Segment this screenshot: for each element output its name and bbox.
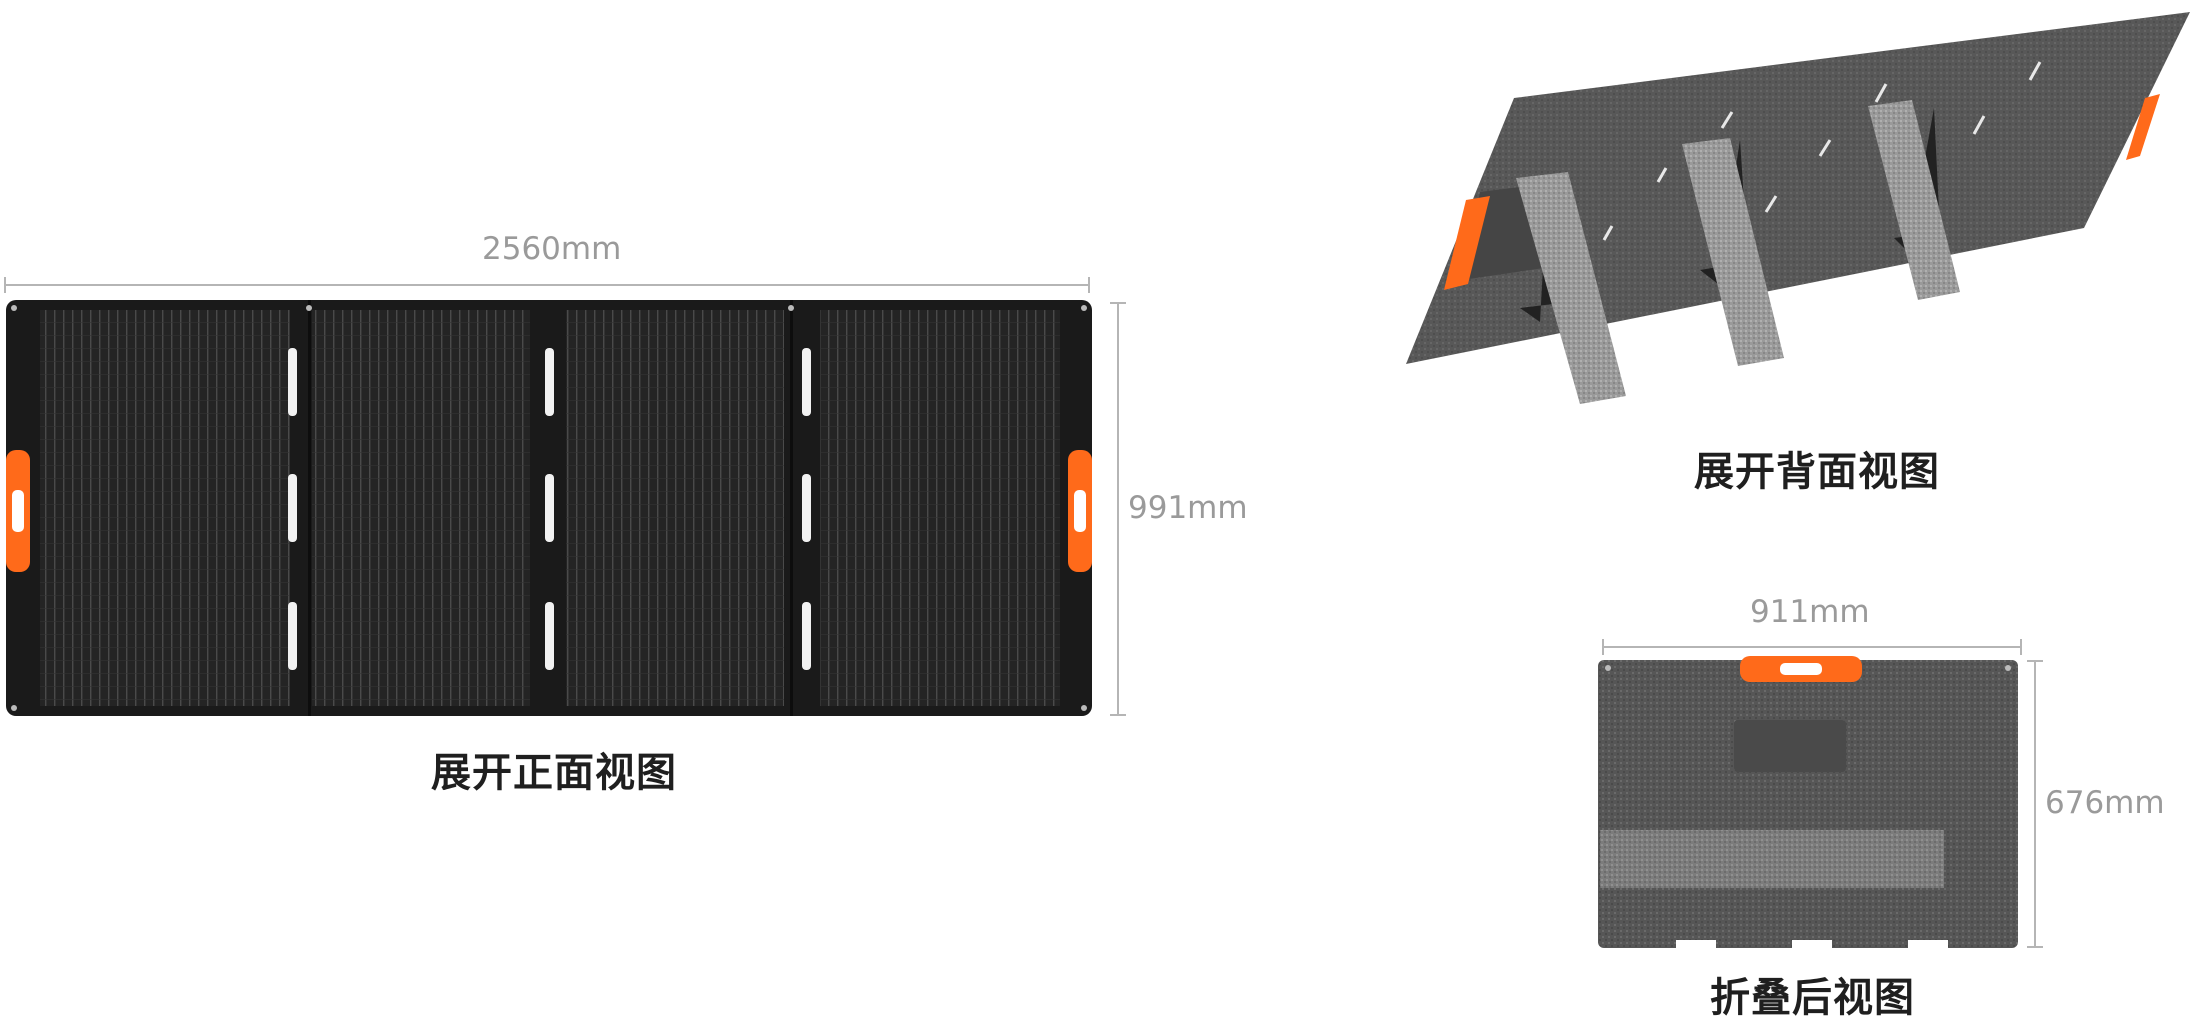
front-height-tick-bottom [1110, 714, 1126, 716]
back-solar-panel-image [1406, 12, 2190, 404]
front-left-handle-icon [6, 450, 30, 572]
front-width-tick-right [1088, 277, 1090, 293]
folded-height-tick-bottom [2027, 946, 2043, 948]
front-height-line [1117, 302, 1119, 716]
folded-top-handle-icon [1740, 656, 1862, 682]
folded-height-label: 676mm [2045, 785, 2165, 821]
folded-height-line [2034, 660, 2036, 948]
folded-width-tick-left [1602, 639, 1604, 655]
folded-width-line [1602, 646, 2022, 648]
back-view-caption: 展开背面视图 [1694, 449, 1940, 495]
folded-solar-panel-image [1598, 660, 2018, 950]
folded-width-label: 911mm [1750, 594, 1870, 630]
folded-width-tick-right [2020, 639, 2022, 655]
front-width-label: 2560mm [482, 231, 622, 267]
front-height-label: 991mm [1128, 490, 1248, 526]
front-width-line [4, 284, 1090, 286]
front-right-handle-icon [1068, 450, 1092, 572]
folded-height-tick-top [2027, 660, 2043, 662]
front-solar-panel-image [6, 300, 1092, 716]
folded-view-caption: 折叠后视图 [1710, 975, 1915, 1021]
front-view-caption: 展开正面视图 [431, 750, 677, 796]
front-width-tick-left [4, 277, 6, 293]
front-height-tick-top [1110, 302, 1126, 304]
